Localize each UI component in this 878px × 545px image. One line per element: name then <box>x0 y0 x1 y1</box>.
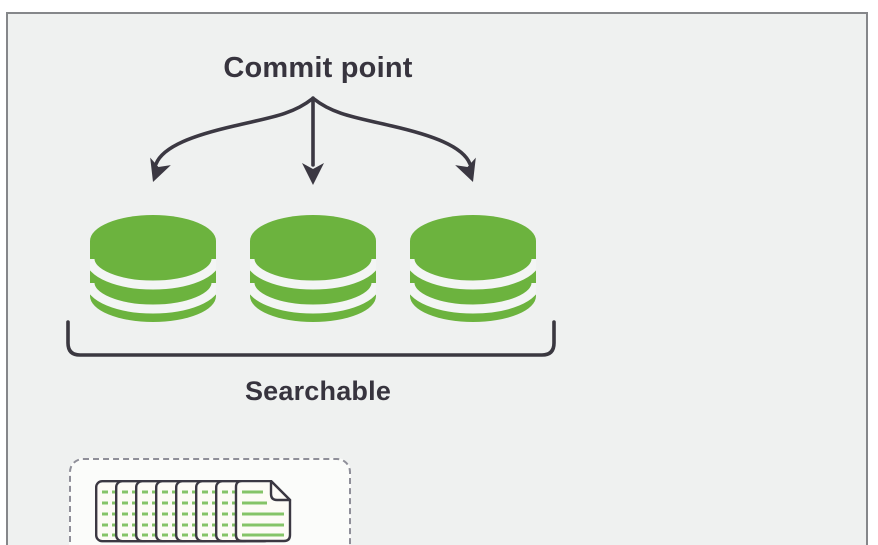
diagram-panel: Commit point <box>6 12 868 545</box>
searchable-label: Searchable <box>244 376 392 406</box>
arrow-down-icon <box>302 96 324 185</box>
document-page-front <box>234 480 292 543</box>
database-icon <box>90 215 216 322</box>
arrow-down-left-icon <box>150 97 314 182</box>
database-icon <box>410 215 536 322</box>
arrow-down-right-icon <box>312 97 476 182</box>
database-icon <box>250 215 376 322</box>
ingest-buffer-box <box>69 458 351 545</box>
commit-point-arrows-icon <box>150 96 476 185</box>
commit-point-label: Commit point <box>223 52 413 84</box>
folded-corner-icon <box>269 480 292 502</box>
searchable-shard-row <box>90 215 550 322</box>
document-stack-icon <box>95 480 292 543</box>
searchable-bracket-icon <box>66 320 556 357</box>
